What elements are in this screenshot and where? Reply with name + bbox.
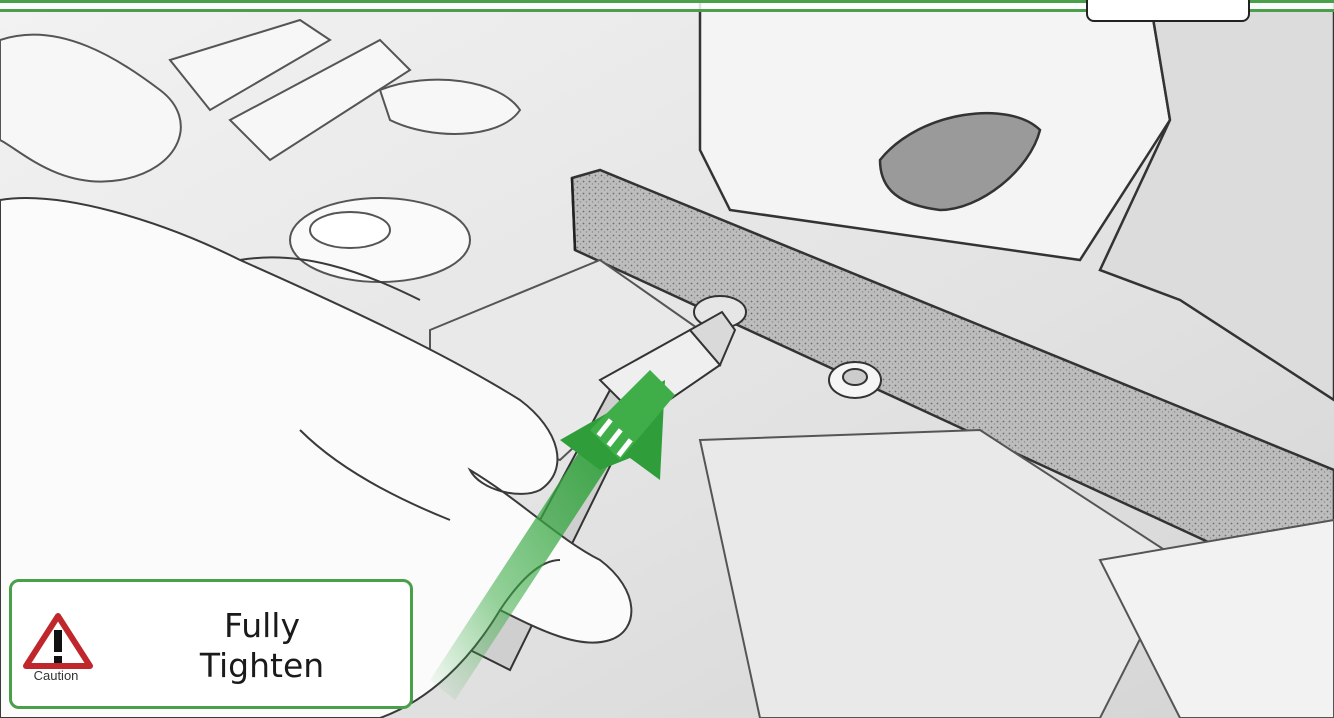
warning-triangle-icon <box>22 612 94 672</box>
caution-label: Caution <box>22 668 90 683</box>
caution-instruction: Fully Tighten <box>162 606 362 686</box>
instruction-line-2: Tighten <box>162 646 362 686</box>
instruction-line-1: Fully <box>162 606 362 646</box>
step-badge <box>1086 0 1250 22</box>
caution-callout: Caution Fully Tighten <box>9 579 413 709</box>
